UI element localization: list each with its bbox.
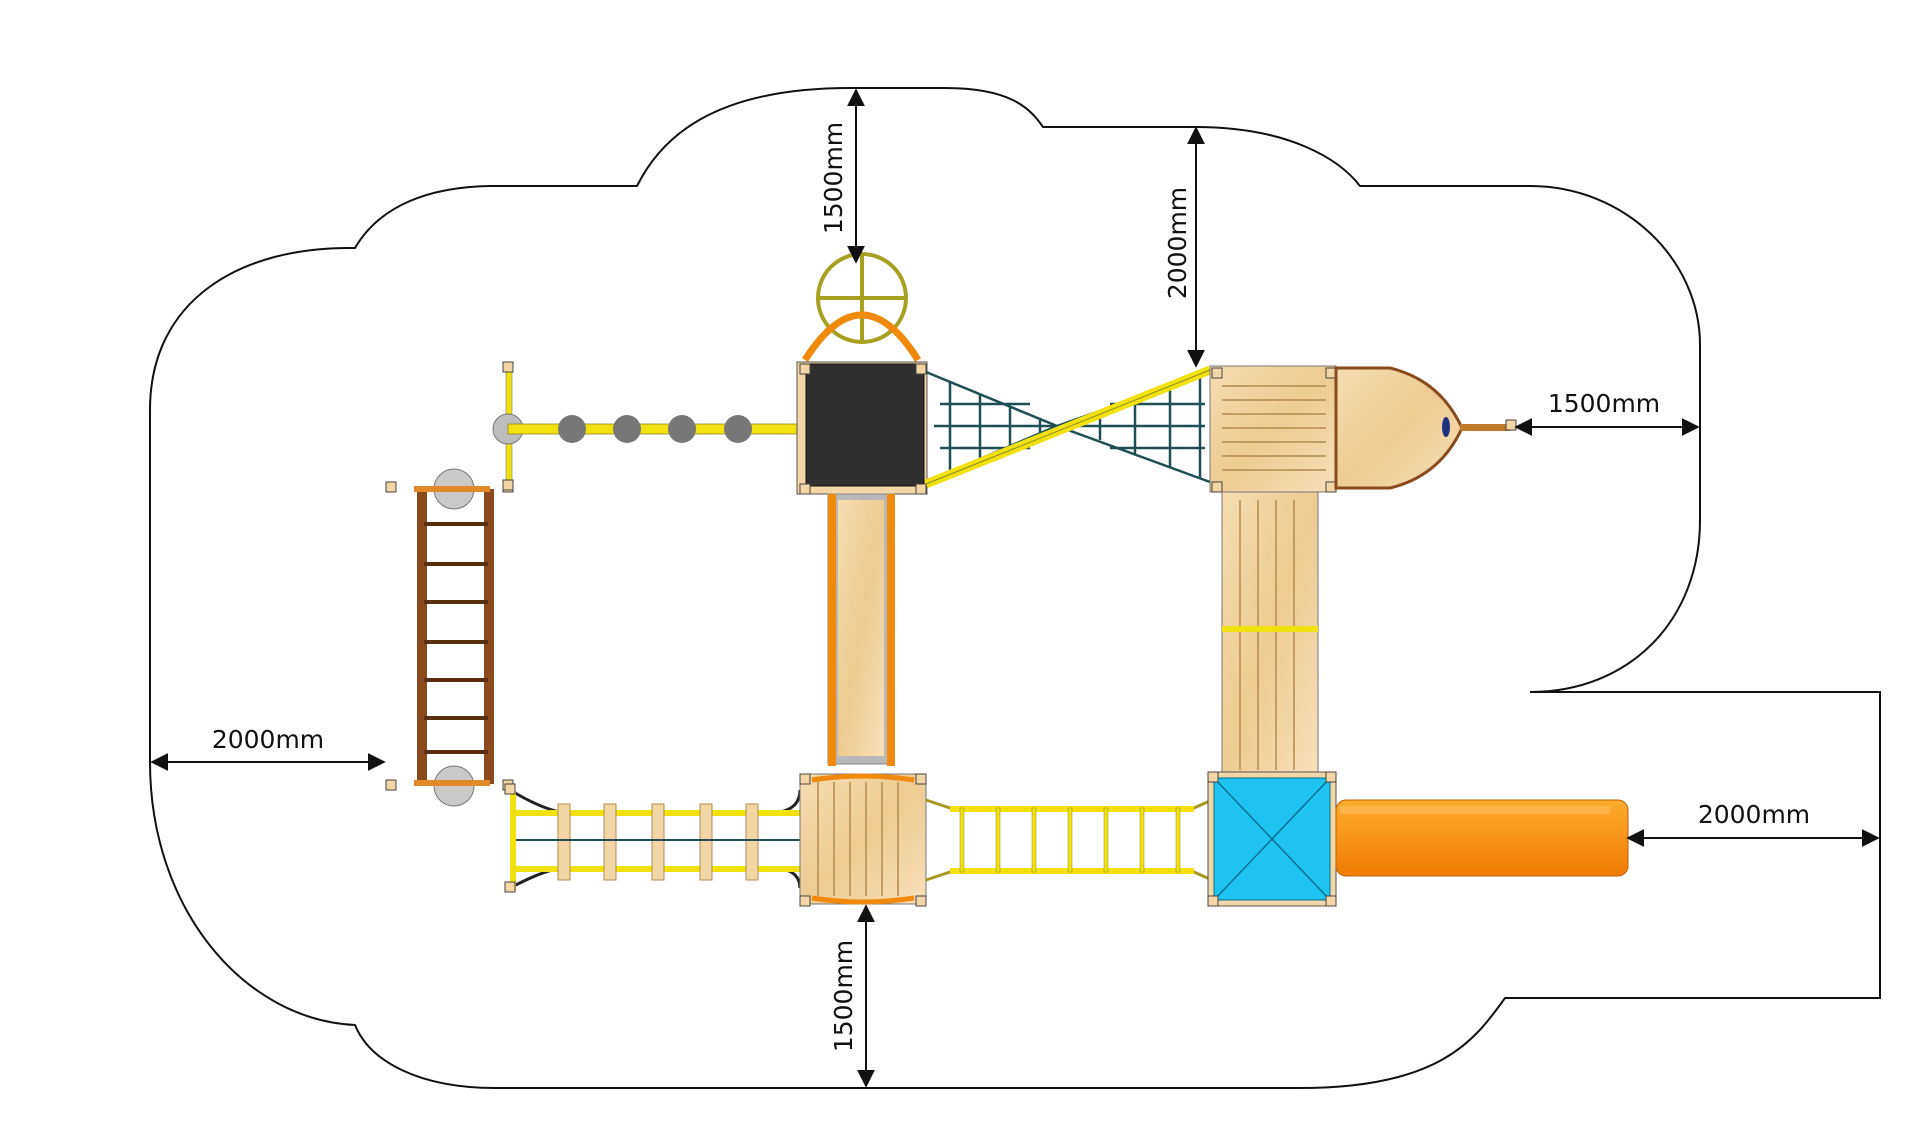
dimension-label-slide: 2000mm <box>1698 800 1810 829</box>
dimension-label-top-tower: 1500mm <box>819 122 848 234</box>
wobble-bridge <box>504 783 802 893</box>
dimension-right: 1500mm <box>1514 389 1700 436</box>
horizontal-ladder-bridge <box>925 798 1213 882</box>
dimension-label-bottom: 1500mm <box>829 940 858 1052</box>
ladder-structure <box>385 468 514 807</box>
blue-roof-tower <box>1207 771 1337 907</box>
slide <box>1335 799 1629 877</box>
dimension-left: 2000mm <box>150 725 386 771</box>
right-vertical-bridge <box>1221 491 1319 775</box>
left-vertical-bridge <box>827 493 895 766</box>
dimension-slide: 2000mm <box>1626 800 1880 847</box>
dimension-top-tower: 1500mm <box>819 88 865 264</box>
dimension-label-left: 2000mm <box>212 725 324 754</box>
stepping-bar <box>492 361 811 491</box>
dimension-top-deck: 2000mm <box>1163 126 1205 368</box>
dimension-label-top-deck: 2000mm <box>1163 187 1192 299</box>
lower-left-deck <box>799 773 927 907</box>
safety-zone-boundary <box>149 87 1881 1089</box>
dimension-bottom: 1500mm <box>829 904 875 1088</box>
right-top-deck <box>1209 365 1517 493</box>
dimension-label-right: 1500mm <box>1548 389 1660 418</box>
left-tower <box>796 252 928 495</box>
